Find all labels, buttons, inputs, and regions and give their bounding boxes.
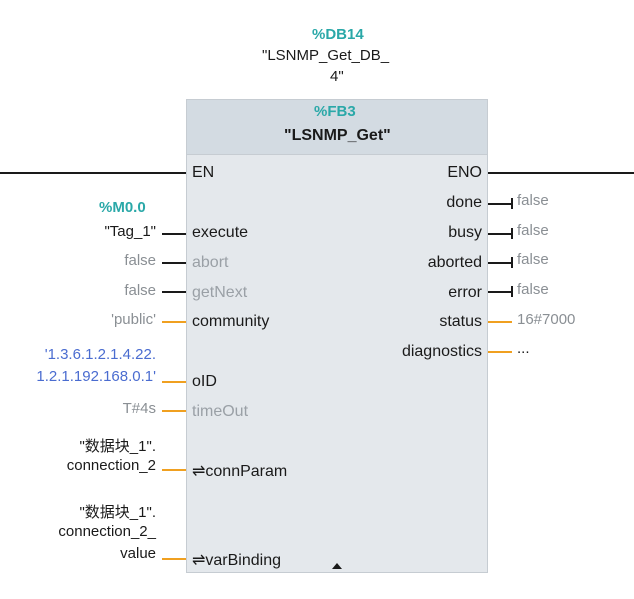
function-block-body[interactable] [186,99,488,573]
busy-value[interactable]: false [517,222,549,239]
collapse-caret-icon[interactable] [332,563,342,569]
pin-eno[interactable]: ENO [447,164,482,181]
pin-status[interactable]: status [439,313,482,330]
wire-oid [162,381,186,383]
getnext-value[interactable]: false [124,282,156,299]
oid-value-line2[interactable]: 1.2.1.192.168.0.1' [36,368,156,385]
varbinding-value-line2[interactable]: connection_2_ [58,523,156,540]
wire-busy-end [511,228,513,239]
status-value[interactable]: 16#7000 [517,311,576,328]
wire-status [488,321,512,323]
pin-timeout[interactable]: timeOut [192,403,249,420]
instance-db-address: %DB14 [312,26,364,43]
instance-db-name-line1[interactable]: "LSNMP_Get_DB_ [262,47,390,64]
varbinding-value-line1[interactable]: "数据块_1". [79,504,156,521]
wire-community [162,321,186,323]
wire-done-end [511,198,513,209]
abort-value[interactable]: false [124,252,156,269]
pin-abort[interactable]: abort [192,254,229,271]
pin-diagnostics[interactable]: diagnostics [401,343,482,360]
done-value[interactable]: false [517,192,549,209]
diagnostics-value[interactable]: ... [517,340,530,357]
function-block-header[interactable] [186,99,488,155]
fb-address: %FB3 [314,103,356,120]
instance-db-name-line2[interactable]: 4" [330,68,344,85]
en-power-line [0,172,186,174]
timeout-value[interactable]: T#4s [122,400,156,417]
wire-connparam [162,469,186,471]
wire-error-end [511,286,513,297]
wire-aborted-end [511,257,513,268]
oid-value-line1[interactable]: '1.3.6.1.2.1.4.22. [44,346,156,363]
wire-busy [488,233,512,235]
pin-execute[interactable]: execute [192,224,249,241]
wire-timeout [162,410,186,412]
eno-power-line [488,172,634,174]
pin-community[interactable]: community [192,313,270,330]
execute-address[interactable]: %M0.0 [99,199,146,216]
execute-value[interactable]: "Tag_1" [104,223,156,240]
pin-getnext[interactable]: getNext [192,284,248,301]
aborted-value[interactable]: false [517,251,549,268]
pin-oid[interactable]: oID [192,373,217,390]
pin-error[interactable]: error [448,284,482,301]
wire-diagnostics [488,351,512,353]
wire-varbinding [162,558,186,560]
varbinding-value-line3[interactable]: value [120,545,156,562]
wire-error [488,291,512,293]
wire-getnext [162,291,186,293]
wire-aborted [488,262,512,264]
pin-aborted[interactable]: aborted [427,254,482,271]
wire-abort [162,262,186,264]
fb-name[interactable]: "LSNMP_Get" [284,127,391,144]
wire-execute [162,233,186,235]
wire-done [488,203,512,205]
connparam-value-line2[interactable]: connection_2 [66,457,156,474]
pin-busy[interactable]: busy [448,224,482,241]
pin-done[interactable]: done [446,194,482,211]
pin-varbinding[interactable]: ⇌varBinding [192,552,282,569]
pin-connparam[interactable]: ⇌connParam [192,463,288,480]
pin-en[interactable]: EN [192,164,215,181]
connparam-value-line1[interactable]: "数据块_1". [79,438,156,455]
community-value[interactable]: 'public' [111,311,156,328]
error-value[interactable]: false [517,281,549,298]
